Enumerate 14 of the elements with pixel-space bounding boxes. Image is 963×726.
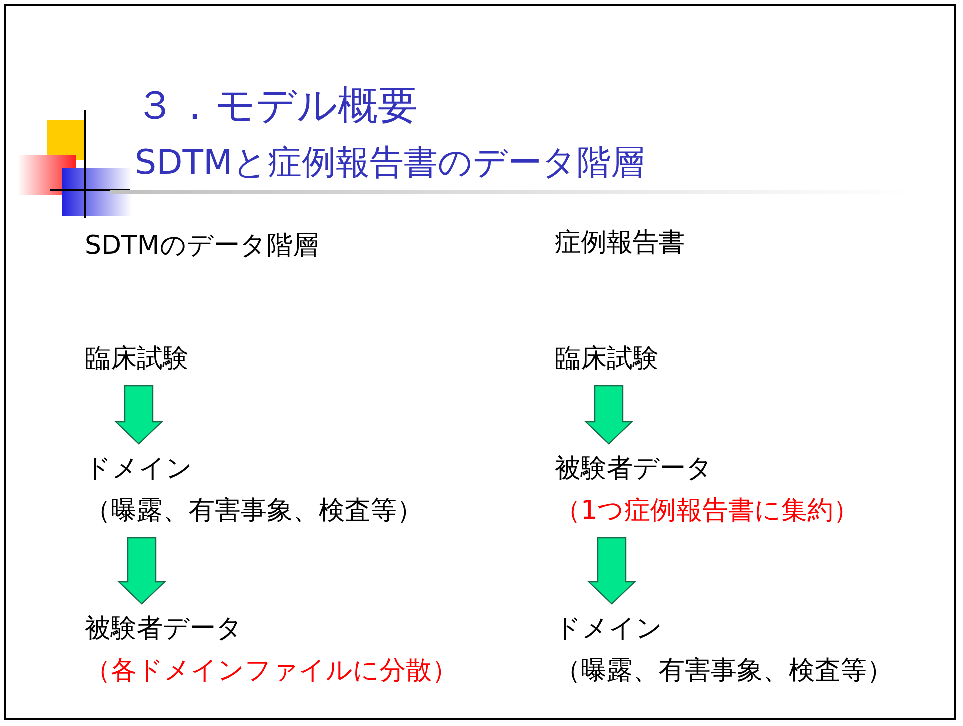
hierarchy-level: 被験者データ （1つ症例報告書に集約） [555, 448, 860, 532]
slide-title: ３．モデル概要 [135, 82, 418, 131]
block-arrow [584, 385, 634, 445]
hierarchy-level: ドメイン （曝露、有害事象、検査等） [555, 608, 893, 692]
block-arrow [114, 385, 164, 445]
hierarchy-level: ドメイン （曝露、有害事象、検査等） [85, 448, 423, 532]
hierarchy-level: 臨床試験 [555, 338, 659, 380]
hierarchy-level: 被験者データ （各ドメインファイルに分散） [85, 608, 458, 692]
hierarchy-level: 臨床試験 [85, 338, 189, 380]
slide-subtitle: SDTMと症例報告書のデータ階層 [135, 142, 645, 185]
column-heading: 症例報告書 [555, 227, 685, 260]
column-heading: SDTMのデータ階層 [85, 230, 319, 263]
block-arrow [588, 537, 636, 605]
block-arrow [118, 537, 166, 605]
